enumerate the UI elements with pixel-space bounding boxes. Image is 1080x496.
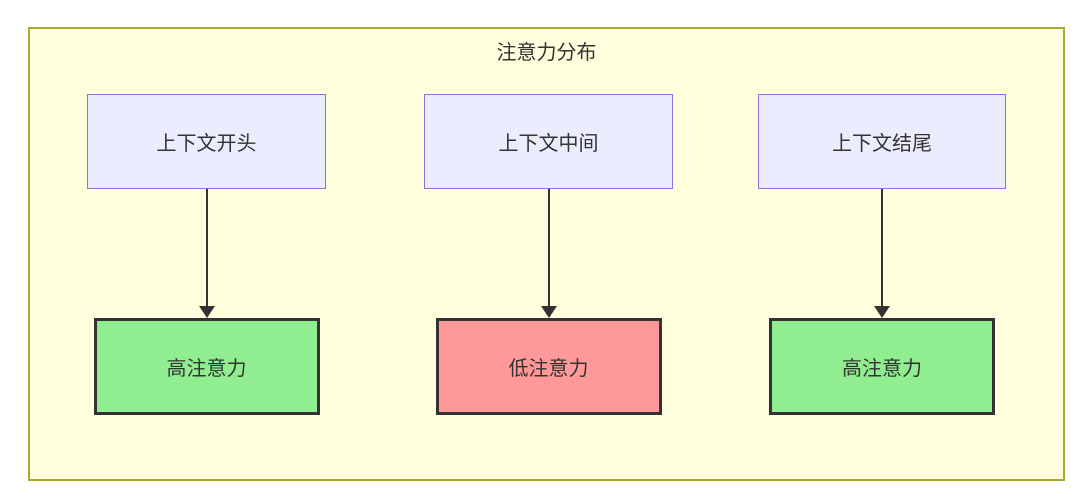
node-low-attention: 低注意力 (435, 318, 662, 415)
node-context-start-label: 上下文开头 (156, 131, 257, 155)
arrow-line (205, 189, 208, 306)
arrow-down-icon (540, 189, 557, 318)
arrow-head (198, 306, 215, 318)
node-high-attention-1-label: 高注意力 (166, 356, 247, 380)
arrow-down-icon (198, 189, 215, 318)
column-context-middle: 上下文中间 低注意力 (424, 94, 673, 415)
diagram-title: 注意力分布 (496, 40, 597, 64)
node-context-end: 上下文结尾 (758, 94, 1006, 189)
arrow-head (874, 306, 890, 318)
node-high-attention-2: 高注意力 (769, 318, 995, 415)
node-high-attention-2-label: 高注意力 (842, 356, 922, 380)
column-context-end: 上下文结尾 高注意力 (758, 94, 1006, 415)
node-context-end-label: 上下文结尾 (832, 131, 932, 155)
arrow-down-icon (874, 189, 890, 318)
node-context-middle-label: 上下文中间 (498, 131, 599, 155)
diagram-cluster: 注意力分布 上下文开头 高注意力 上下文中间 低注意力 (28, 27, 1065, 481)
node-low-attention-label: 低注意力 (508, 356, 589, 380)
column-context-start: 上下文开头 高注意力 (87, 94, 326, 415)
node-context-middle: 上下文中间 (424, 94, 673, 189)
arrow-line (547, 189, 550, 306)
arrow-head (540, 306, 557, 318)
arrow-line (881, 189, 883, 306)
node-context-start: 上下文开头 (87, 94, 326, 189)
node-high-attention-1: 高注意力 (93, 318, 320, 415)
